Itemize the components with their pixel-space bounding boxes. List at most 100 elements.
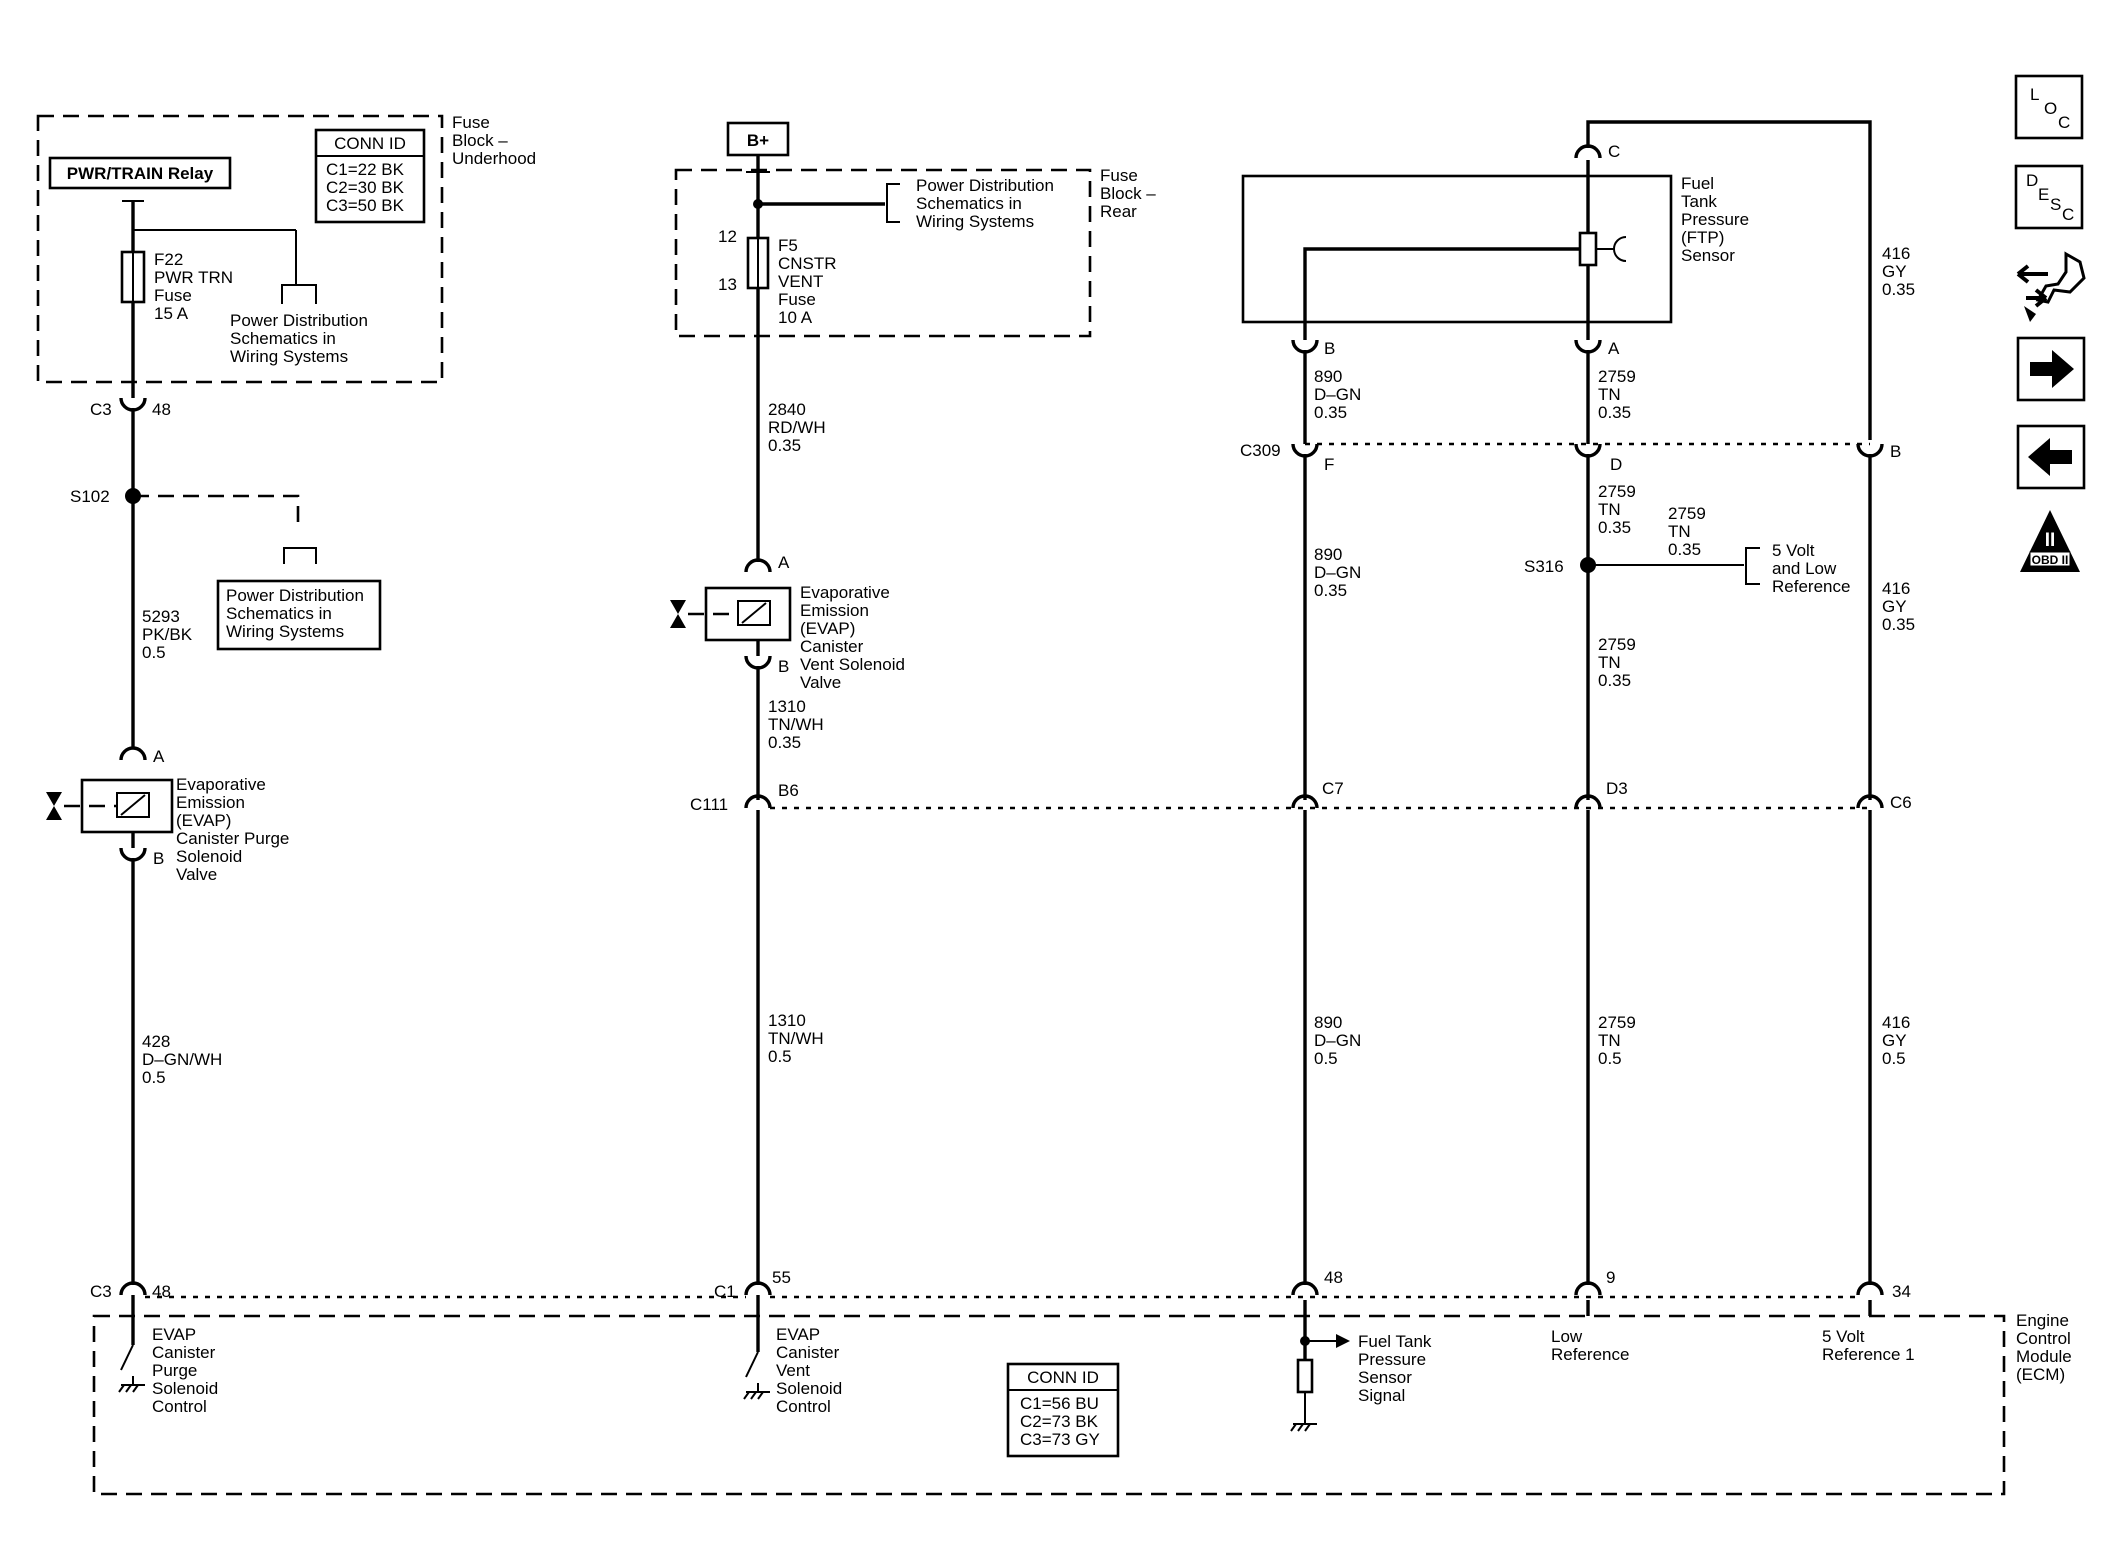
fuse-block-rear: B+ Fuse Block – Rear Power Distribution …	[674, 121, 1156, 338]
s102-power-ref-2: Schematics in	[226, 604, 332, 623]
c111-pin-d3-connector[interactable]	[1574, 794, 1602, 809]
ftp-signal-arrow-icon	[1336, 1334, 1350, 1348]
c111-connector-id: C111	[690, 795, 728, 814]
purge-valve-label-5: Solenoid	[176, 847, 242, 866]
desc-button-frame[interactable]	[2014, 164, 2084, 230]
wire-1310-b-num: 1310	[768, 1011, 806, 1030]
ecm-module: Engine Control Module (ECM) EVAP Caniste…	[92, 1295, 2072, 1496]
purge-ecm-label-5: Control	[152, 1397, 207, 1416]
vent-valve-coil	[737, 600, 771, 626]
wire-2759-b-color: TN	[1598, 500, 1621, 519]
c111-pin-c7-connector[interactable]	[1291, 794, 1319, 809]
vent-valve-coil-diag	[741, 602, 767, 624]
vent-valve-label-2: Emission	[800, 601, 869, 620]
vent-valve-label-4: Canister	[800, 637, 864, 656]
ftp-ecm-label-1: Fuel Tank	[1358, 1332, 1432, 1351]
conn-id-ecm-box	[1006, 1362, 1120, 1458]
wire-2759-a-num: 2759	[1598, 367, 1636, 386]
ecm-pin-34: 34	[1892, 1282, 1911, 1301]
vent-valve-label-1: Evaporative	[800, 583, 890, 602]
diagnostics-wrench-icon[interactable]	[2016, 251, 2086, 322]
obd-label: OBD II	[2032, 553, 2069, 567]
fuse-f22-label-2: PWR TRN	[154, 268, 233, 287]
fuse-f22-label-1: F22	[154, 250, 183, 269]
fuse-block-underhood-outline	[36, 114, 444, 384]
ftp-ecm-label-4: Signal	[1358, 1386, 1405, 1405]
wire-890-c-color: D–GN	[1314, 1031, 1361, 1050]
wire-416-c-num: 416	[1882, 1013, 1910, 1032]
fuse-block-underhood-title-3: Underhood	[452, 149, 536, 168]
wire-416-c-size: 0.5	[1882, 1049, 1906, 1068]
conn-id-underhood-row-2: C2=30 BK	[326, 178, 405, 197]
desc-letter-e: E	[2038, 185, 2049, 204]
s316-branch-ref-1: 5 Volt	[1772, 541, 1815, 560]
purge-circuit: C3 48 S102 Power Distribution Schematics…	[46, 302, 382, 1330]
purge-ecm-label-3: Purge	[152, 1361, 197, 1380]
wire-416-a-num: 416	[1882, 244, 1910, 263]
wire-2840-size: 0.35	[768, 436, 801, 455]
obd-ii-button[interactable]: II OBD II	[2020, 510, 2080, 572]
wire-416-b-color: GY	[1882, 597, 1907, 616]
desc-letter-c: C	[2062, 205, 2074, 224]
ftp-signal-circuit: 890 D–GN 0.35 F 890 D–GN 0.35 C7 890 D–G…	[1291, 350, 1361, 1296]
ecm-pin-48-connector[interactable]	[1291, 1281, 1319, 1296]
ftp-signal-ground-icon	[1290, 1423, 1317, 1432]
loc-button[interactable]: L O C	[2014, 74, 2084, 140]
underhood-power-ref-2: Schematics in	[230, 329, 336, 348]
s102-power-ref-box[interactable]	[216, 579, 382, 651]
ecm-pin-9-connector[interactable]	[1574, 1281, 1602, 1296]
purge-valve-label-3: (EVAP)	[176, 811, 231, 830]
c3-bottom-connector[interactable]	[119, 1281, 147, 1296]
conn-id-table-underhood: CONN ID C1=22 BK C2=30 BK C3=50 BK	[314, 128, 426, 224]
ftp-sensor-pin-c[interactable]	[1574, 144, 1602, 159]
ftp-sensor: C Fuel Tank Pressure (FTP) Sensor B A	[1241, 120, 1872, 440]
c111-vent-connector[interactable]	[744, 794, 772, 809]
fuse-f5-label-2: CNSTR	[778, 254, 837, 273]
underhood-power-ref-symbol	[281, 284, 317, 304]
purge-valve-label-1: Evaporative	[176, 775, 266, 794]
wire-2840-num: 2840	[768, 400, 806, 419]
ftp-sensor-pressure-port-icon	[1596, 236, 1627, 262]
fuse-f22-label-3: Fuse	[154, 286, 192, 305]
loc-button-frame[interactable]	[2014, 74, 2084, 140]
ftp-sensor-label-3: Pressure	[1681, 210, 1749, 229]
wire-2759-c-num: 2759	[1598, 635, 1636, 654]
ftp-sensor-label-5: Sensor	[1681, 246, 1735, 265]
ftp-sensor-internal-b	[1303, 247, 1580, 322]
vent-valve-pin-a-label: A	[778, 553, 790, 572]
s316-branch-ref-3: Reference	[1772, 577, 1850, 596]
purge-valve-pin-a[interactable]	[119, 746, 147, 761]
wire-2759-b-size: 0.35	[1598, 518, 1631, 537]
next-page-button[interactable]	[2016, 336, 2086, 402]
obd-numeral: II	[2045, 530, 2056, 551]
wire-1310-a-color: TN/WH	[768, 715, 824, 734]
wire-416-b-size: 0.35	[1882, 615, 1915, 634]
wire-2759-a-color: TN	[1598, 385, 1621, 404]
c309-connector-id: C309	[1240, 441, 1281, 460]
wire-5293-num: 5293	[142, 607, 180, 626]
vent-valve-label-5: Vent Solenoid	[800, 655, 905, 674]
fuse-block-rear-title-2: Block –	[1100, 184, 1156, 203]
purge-valve-coil-diag	[120, 794, 146, 816]
wire-890-b-color: D–GN	[1314, 563, 1361, 582]
ftp-sensor-pin-a-label: A	[1608, 339, 1620, 358]
vent-valve-pin-a[interactable]	[744, 558, 772, 573]
pwr-train-relay-label: PWR/TRAIN Relay	[67, 164, 214, 183]
rear-power-ref-1: Power Distribution	[916, 176, 1054, 195]
wire-2759-b-num: 2759	[1598, 482, 1636, 501]
ecm-pin-34-connector[interactable]	[1856, 1281, 1884, 1296]
pwr-train-relay-box[interactable]	[48, 156, 232, 190]
fuse-block-rear-title-3: Rear	[1100, 202, 1137, 221]
c1-vent-connector[interactable]	[744, 1281, 772, 1296]
c111-pin-c6-connector[interactable]	[1856, 794, 1884, 809]
arrow-left-icon	[2028, 438, 2072, 476]
wire-2759-a-size: 0.35	[1598, 403, 1631, 422]
nav-toolbar: L O C D E S C II OBD II	[2014, 74, 2086, 572]
previous-page-button[interactable]	[2016, 424, 2086, 490]
loc-letter-l: L	[2030, 85, 2039, 104]
desc-button[interactable]: D E S C	[2014, 164, 2084, 230]
ftp-sensor-label-4: (FTP)	[1681, 228, 1724, 247]
s102-power-ref-3: Wiring Systems	[226, 622, 344, 641]
vent-ecm-label-5: Control	[776, 1397, 831, 1416]
five-volt-ecm-label-1: 5 Volt	[1822, 1327, 1865, 1346]
